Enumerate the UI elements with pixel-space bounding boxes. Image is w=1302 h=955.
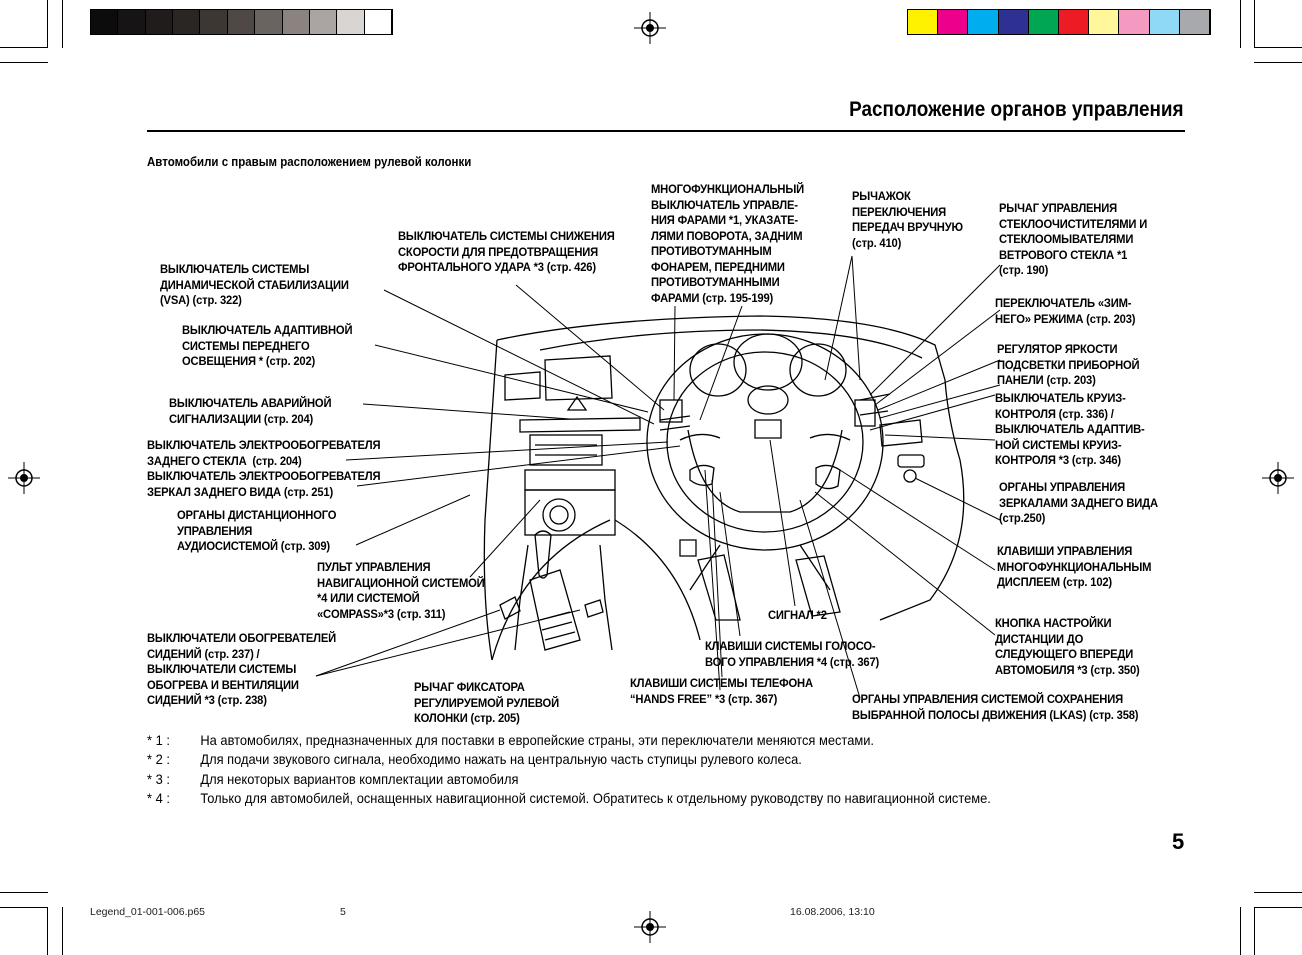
page-subtitle: Автомобили с правым расположением рулево… xyxy=(147,155,472,169)
trim-mark xyxy=(47,0,48,48)
page-title: Расположение органов управления xyxy=(849,98,1184,121)
title-rule xyxy=(147,130,1185,132)
color-swatch xyxy=(282,10,310,34)
color-swatch xyxy=(998,10,1029,34)
label-lkas-controls: ОРГАНЫ УПРАВЛЕНИЯ СИСТЕМОЙ СОХРАНЕНИЯ ВЫ… xyxy=(852,692,1139,722)
trim-mark xyxy=(0,62,48,63)
label-mid-buttons: КЛАВИШИ УПРАВЛЕНИЯ МНОГОФУНКЦИОНАЛЬНЫМ Д… xyxy=(997,544,1152,589)
trim-mark xyxy=(1254,907,1255,955)
label-vsa-switch: ВЫКЛЮЧАТЕЛЬ СИСТЕМЫ ДИНАМИЧЕСКОЙ СТАБИЛИ… xyxy=(160,262,349,307)
trim-mark xyxy=(0,47,48,48)
color-swatch xyxy=(337,10,365,34)
gray-swatch-strip xyxy=(90,9,393,35)
footnote-text: Только для автомобилей, оснащенных навиг… xyxy=(200,790,991,806)
label-snow-mode-switch: ПЕРЕКЛЮЧАТЕЛЬ «ЗИМ- НЕГО» РЕЖИМА (стр. 2… xyxy=(995,296,1136,326)
color-swatch xyxy=(364,10,392,34)
color-swatch-strip xyxy=(907,9,1211,35)
label-hazard-switch: ВЫКЛЮЧАТЕЛЬ АВАРИЙНОЙ СИГНАЛИЗАЦИИ (стр.… xyxy=(169,396,332,426)
registration-target-icon xyxy=(1262,462,1294,494)
trim-mark xyxy=(1254,62,1302,63)
color-swatch xyxy=(968,10,999,34)
footnote-text: Для некоторых вариантов комплектации авт… xyxy=(200,771,519,787)
color-swatch xyxy=(1119,10,1150,34)
footnote-4: * 4 : Только для автомобилей, оснащенных … xyxy=(147,789,991,807)
registration-target-icon xyxy=(634,12,666,44)
footnote-1: * 1 : На автомобилях, предназначенных для… xyxy=(147,731,874,749)
trim-mark xyxy=(1240,0,1241,48)
label-voice-buttons: КЛАВИШИ СИСТЕМЫ ГОЛОСО- ВОГО УПРАВЛЕНИЯ … xyxy=(705,639,880,669)
label-tilt-lever: РЫЧАГ ФИКСАТОРА РЕГУЛИРУЕМОЙ РУЛЕВОЙ КОЛ… xyxy=(414,680,559,725)
trim-mark xyxy=(62,0,63,48)
color-swatch xyxy=(1059,10,1090,34)
footnote-3: * 3 : Для некоторых вариантов комплектаци… xyxy=(147,770,518,788)
footnote-text: Для подачи звукового сигнала, необходимо… xyxy=(200,751,802,767)
footnote-mark: * 1 : xyxy=(147,732,170,748)
color-swatch xyxy=(227,10,256,34)
trim-mark xyxy=(0,907,48,908)
footnote-text: На автомобилях, предназначенных для пост… xyxy=(200,732,874,748)
footer-page: 5 xyxy=(340,906,346,918)
label-navigation-panel: ПУЛЬТ УПРАВЛЕНИЯ НАВИГАЦИОННОЙ СИСТЕМОЙ … xyxy=(317,560,485,621)
color-swatch xyxy=(1089,10,1120,34)
label-audio-remote: ОРГАНЫ ДИСТАНЦИОННОГО УПРАВЛЕНИЯ АУДИОСИ… xyxy=(177,508,337,553)
color-swatch xyxy=(1028,10,1060,34)
label-seat-heater-switches: ВЫКЛЮЧАТЕЛИ ОБОГРЕВАТЕЛЕЙ СИДЕНИЙ (стр. … xyxy=(147,631,337,707)
trim-mark xyxy=(1254,47,1302,48)
footnote-2: * 2 : Для подачи звукового сигнала, необх… xyxy=(147,750,802,768)
color-swatch xyxy=(91,10,119,34)
label-multifunction-switch: МНОГОФУНКЦИОНАЛЬНЫЙ ВЫКЛЮЧАТЕЛЬ УПРАВЛЕ-… xyxy=(651,182,805,305)
color-swatch xyxy=(255,10,283,34)
label-paddle-shifters: РЫЧАЖОК ПЕРЕКЛЮЧЕНИЯ ПЕРЕДАЧ ВРУЧНУЮ (ст… xyxy=(852,189,963,250)
label-distance-button: КНОПКА НАСТРОЙКИ ДИСТАНЦИИ ДО СЛЕДУЮЩЕГО… xyxy=(995,616,1140,677)
page-number: 5 xyxy=(1172,829,1185,854)
footnote-mark: * 3 : xyxy=(147,771,170,787)
footer-filename: Legend_01-001-006.p65 xyxy=(90,906,206,918)
trim-mark xyxy=(1240,907,1241,955)
trim-mark xyxy=(0,892,48,893)
trim-mark xyxy=(62,907,63,955)
trim-mark xyxy=(47,907,48,955)
registration-target-icon xyxy=(634,911,666,943)
color-swatch xyxy=(200,10,228,34)
footer-datetime: 16.08.2006, 13:10 xyxy=(790,906,875,918)
label-afs-switch: ВЫКЛЮЧАТЕЛЬ АДАПТИВНОЙ СИСТЕМЫ ПЕРЕДНЕГО… xyxy=(182,323,353,368)
trim-mark xyxy=(1254,892,1302,893)
label-defogger-switches: ВЫКЛЮЧАТЕЛЬ ЭЛЕКТРООБОГРЕВАТЕЛЯ ЗАДНЕГО … xyxy=(147,438,381,499)
color-swatch xyxy=(908,10,939,34)
label-wiper-lever: РЫЧАГ УПРАВЛЕНИЯ СТЕКЛООЧИСТИТЕЛЯМИ И СТ… xyxy=(999,201,1148,277)
footnote-mark: * 2 : xyxy=(147,751,170,767)
color-swatch xyxy=(1149,10,1180,34)
color-swatch xyxy=(118,10,146,34)
label-mirror-controls: ОРГАНЫ УПРАВЛЕНИЯ ЗЕРКАЛАМИ ЗАДНЕГО ВИДА… xyxy=(999,480,1158,525)
footnote-mark: * 4 : xyxy=(147,790,170,806)
label-hfl-buttons: КЛАВИШИ СИСТЕМЫ ТЕЛЕФОНА “HANDS FREE” *3… xyxy=(630,676,813,706)
trim-mark xyxy=(1254,907,1302,908)
registration-target-icon xyxy=(8,462,40,494)
label-cruise-switches: ВЫКЛЮЧАТЕЛЬ КРУИЗ- КОНТРОЛЯ (стр. 336) /… xyxy=(995,391,1145,467)
color-swatch xyxy=(309,10,338,34)
color-swatch xyxy=(1179,10,1211,34)
trim-mark xyxy=(1254,0,1255,48)
color-swatch xyxy=(145,10,174,34)
label-horn: СИГНАЛ *2 xyxy=(768,608,827,622)
label-cmbs-switch: ВЫКЛЮЧАТЕЛЬ СИСТЕМЫ СНИЖЕНИЯ СКОРОСТИ ДЛ… xyxy=(398,229,615,274)
label-dimmer: РЕГУЛЯТОР ЯРКОСТИ ПОДСВЕТКИ ПРИБОРНОЙ ПА… xyxy=(997,342,1140,387)
color-swatch xyxy=(173,10,201,34)
color-swatch xyxy=(938,10,969,34)
